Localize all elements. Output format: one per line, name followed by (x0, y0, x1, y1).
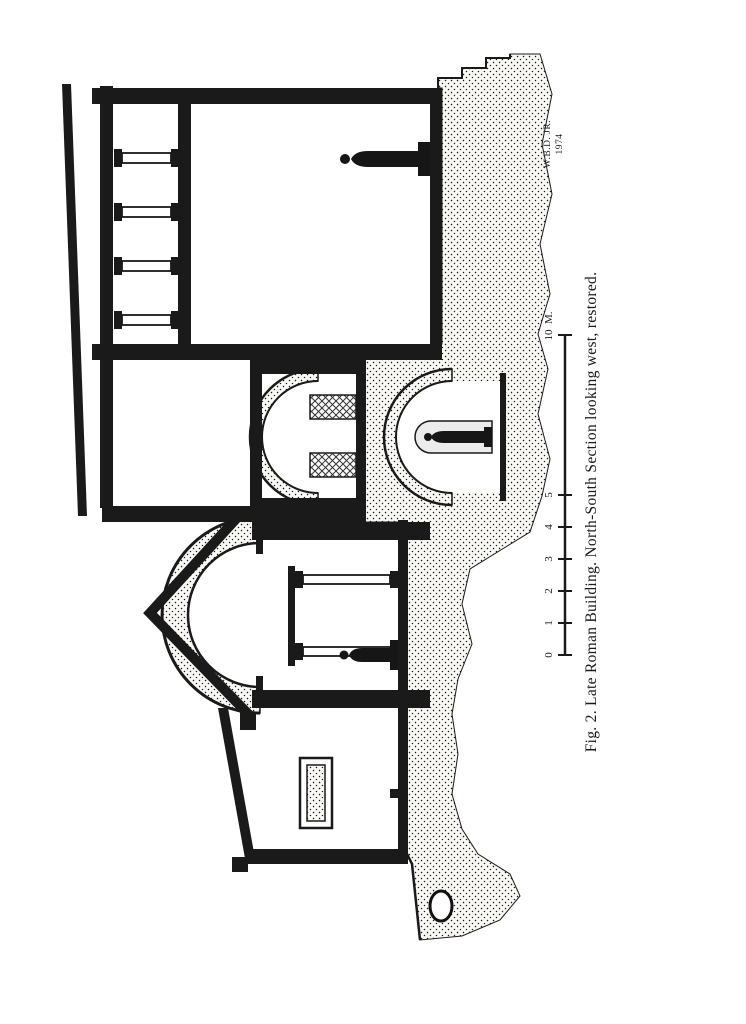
roof-band (62, 84, 87, 516)
rotunda-right-wall (252, 522, 430, 540)
colonnade-base (171, 311, 178, 329)
right-building-left-wall (92, 344, 442, 360)
scale-label-0: 0 (543, 652, 555, 658)
crypt-statue (424, 427, 492, 447)
hall-statue-pedestal (418, 142, 430, 176)
rotunda-eave-block (240, 712, 256, 730)
drain-opening (428, 889, 454, 923)
middle-block (102, 352, 366, 522)
crypt-vault-outer-line (382, 367, 453, 507)
upper-hall-floor-slab (250, 352, 262, 522)
credit-year: 1974 (555, 134, 565, 155)
crypt-vault-inner-line (395, 380, 453, 494)
colonnade-shaft (121, 260, 172, 272)
column-capital (295, 571, 303, 588)
right-building-right-wall (92, 88, 442, 104)
hall-statue-head (340, 154, 350, 164)
upper-hall-interior (114, 360, 250, 506)
rotunda-cornice-right (256, 540, 263, 554)
annex-roof (218, 708, 256, 864)
colonnade-base (171, 257, 178, 275)
chamber-left-wall (252, 498, 366, 522)
annex-tomb-inner (306, 764, 326, 822)
scale-label-2: 2 (543, 588, 555, 594)
rotunda-dome-outer-line (160, 515, 261, 715)
annex-rotunda-floor-slab (398, 520, 408, 864)
rotunda-statue-body (349, 648, 390, 662)
upper-hall-left-wall (102, 506, 252, 522)
artist-credit: W.B.D. JR. 1974 (543, 120, 565, 168)
chamber-vault-inner-line (261, 380, 319, 494)
crypt-statue-head (424, 433, 432, 441)
right-hall-floor-slab (430, 88, 442, 352)
rotunda-statue (339, 640, 399, 670)
crypt (382, 367, 506, 507)
annex-eave-block (232, 857, 248, 872)
colonnade-capital (114, 149, 122, 167)
crypt-statue-body (431, 431, 484, 443)
scale-unit-label: M. (543, 311, 555, 324)
colonnade-shaft (121, 314, 172, 326)
colonnade-base (171, 149, 178, 167)
rotunda-cornice-left (256, 676, 263, 690)
colonnade-shaft (121, 206, 172, 218)
lattice-screen-left (309, 452, 357, 478)
rotunda-left-wall (252, 690, 430, 708)
crypt-statue-pedestal (484, 427, 492, 447)
scale-label-4: 4 (543, 524, 555, 530)
rotunda-statue-head (339, 650, 349, 660)
scale-label-3: 3 (543, 556, 555, 562)
right-building (62, 84, 442, 516)
annex-floor-mark (390, 789, 399, 798)
rotunda-roof (143, 504, 256, 722)
annex-left-wall (246, 849, 408, 864)
column-base (390, 571, 398, 588)
colonnade-capital (114, 257, 122, 275)
column-capital (295, 643, 303, 660)
colonnade-floor-slab (178, 88, 191, 352)
rotunda-architrave (288, 566, 295, 666)
rotunda-statue-pedestal (390, 640, 399, 670)
scale-label-1: 1 (543, 620, 555, 626)
scale-label-5: 5 (543, 492, 555, 498)
scale-label-10: 10 (543, 329, 555, 341)
annex-tomb (298, 756, 334, 830)
colonnade-base (171, 203, 178, 221)
figure-caption: Fig. 2. Late Roman Building. North-South… (583, 272, 600, 753)
crypt-floor (500, 373, 506, 501)
ground-steps-right (437, 54, 511, 88)
lattice-screens (309, 394, 357, 478)
colonnade-capital (114, 203, 122, 221)
colonnade-shaft (121, 152, 172, 164)
left-annex (218, 708, 408, 872)
column-shaft (302, 574, 391, 585)
rotunda-dome-inner-line (186, 541, 261, 689)
colonnade-capital (114, 311, 122, 329)
lattice-screen-right (309, 394, 357, 420)
entablature (100, 86, 113, 508)
rotunda (143, 504, 430, 864)
hall-statue-body (351, 151, 418, 167)
upper-colonnade (114, 149, 178, 329)
credit-initials: W.B.D. JR. (543, 120, 553, 168)
right-hall-interior (191, 104, 431, 344)
chamber-floor-slab (356, 352, 366, 522)
hall-statue (340, 142, 430, 176)
scale-bar: 0 1 2 3 4 5 10 M. (543, 311, 572, 658)
